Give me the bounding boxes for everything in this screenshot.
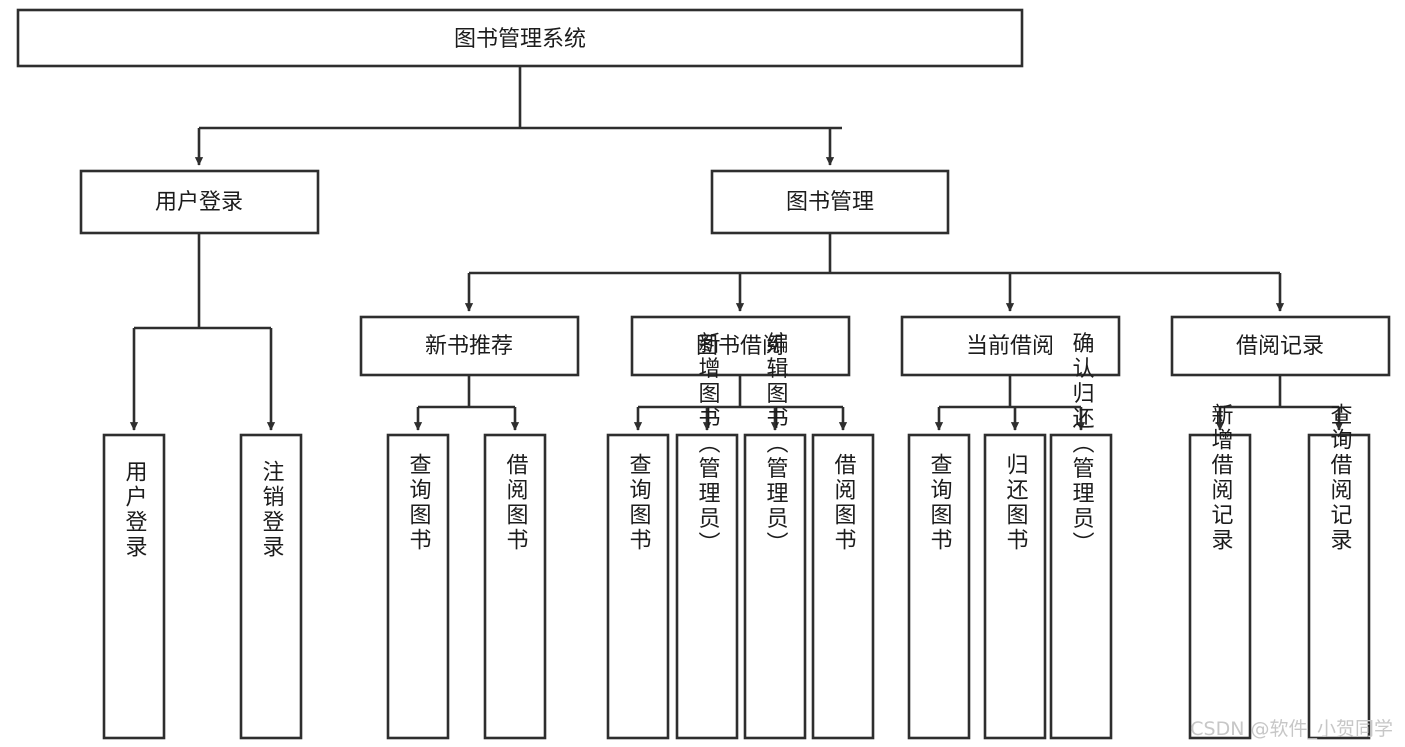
node-leaf-add-book-admin-box[interactable] [675, 433, 739, 740]
node-leaf-user-login[interactable]: 用户登录 [102, 433, 166, 740]
node-new-book-recommend[interactable]: 新书推荐 [359, 315, 580, 377]
edge-group-book-management [464, 233, 1285, 312]
edge-group-new-book-recommend [413, 375, 520, 431]
node-user-login-box[interactable] [79, 169, 320, 235]
node-leaf-query-borrow-record-label: 查询借阅记录 [1327, 403, 1353, 553]
node-leaf-edit-book-admin-box[interactable] [743, 433, 807, 740]
node-leaf-return-book-label: 归还图书 [1003, 453, 1029, 553]
edge-group-user-login [129, 233, 276, 431]
node-leaf-query-borrow-record-box[interactable] [1307, 433, 1371, 740]
node-leaf-query-book-current-box[interactable] [907, 433, 971, 740]
node-book-borrow-box[interactable] [630, 315, 851, 377]
node-book-borrow[interactable]: 图书借阅 [630, 315, 851, 377]
edge-group-borrow-record [1215, 375, 1344, 431]
node-current-borrow-label: 当前借阅 [966, 334, 1054, 359]
node-leaf-borrow-book-new-label: 借阅图书 [503, 453, 529, 553]
node-borrow-record[interactable]: 借阅记录 [1170, 315, 1391, 377]
node-leaf-user-login-box[interactable] [102, 433, 166, 740]
node-book-management-label: 图书管理 [786, 190, 874, 215]
node-leaf-query-book-new-box[interactable] [386, 433, 450, 740]
node-leaf-edit-book-admin[interactable]: 编辑图书（管理员） [743, 332, 807, 740]
node-leaf-user-login-label: 用户登录 [122, 460, 148, 560]
node-leaf-query-book-current[interactable]: 查询图书 [907, 433, 971, 740]
node-leaf-add-borrow-record-label: 新增借阅记录 [1208, 403, 1234, 553]
node-current-borrow[interactable]: 当前借阅 [900, 315, 1121, 377]
node-borrow-record-label: 借阅记录 [1236, 334, 1324, 359]
node-leaf-confirm-return-admin[interactable]: 确认归还（管理员） [1049, 332, 1113, 740]
node-leaf-borrow-book-label: 借阅图书 [831, 453, 857, 553]
node-leaf-query-book-borrow[interactable]: 查询图书 [606, 433, 670, 740]
node-root[interactable]: 图书管理系统 [16, 8, 1024, 68]
node-book-management[interactable]: 图书管理 [710, 169, 950, 235]
edge-group-current-borrow [934, 375, 1086, 431]
node-book-borrow-label: 图书借阅 [696, 334, 784, 359]
node-leaf-confirm-return-admin-label: 确认归还（管理员） [1069, 332, 1095, 557]
node-root-box[interactable] [16, 8, 1024, 68]
node-leaf-borrow-book-new[interactable]: 借阅图书 [483, 433, 547, 740]
node-new-book-recommend-box[interactable] [359, 315, 580, 377]
node-leaf-return-book-box[interactable] [983, 433, 1047, 740]
node-leaf-return-book[interactable]: 归还图书 [983, 433, 1047, 740]
node-leaf-query-book-borrow-label: 查询图书 [626, 453, 652, 553]
node-leaf-logout-label: 注销登录 [259, 460, 285, 560]
node-leaf-borrow-book-new-box[interactable] [483, 433, 547, 740]
node-borrow-record-box[interactable] [1170, 315, 1391, 377]
node-leaf-logout[interactable]: 注销登录 [239, 433, 303, 740]
node-leaf-add-borrow-record[interactable]: 新增借阅记录 [1188, 403, 1252, 740]
node-leaf-edit-book-admin-label: 编辑图书（管理员） [763, 332, 789, 557]
node-leaf-borrow-book[interactable]: 借阅图书 [811, 433, 875, 740]
node-leaf-logout-box[interactable] [239, 433, 303, 740]
node-user-login[interactable]: 用户登录 [79, 169, 320, 235]
node-leaf-borrow-book-box[interactable] [811, 433, 875, 740]
edge-group-root [194, 66, 842, 166]
node-leaf-query-book-current-label: 查询图书 [927, 453, 953, 553]
node-leaf-confirm-return-admin-box[interactable] [1049, 433, 1113, 740]
node-root-label: 图书管理系统 [454, 27, 586, 52]
node-leaf-add-book-admin-label: 新增图书（管理员） [695, 332, 721, 557]
node-current-borrow-box[interactable] [900, 315, 1121, 377]
edge-group-book-borrow [633, 375, 848, 431]
node-leaf-add-book-admin[interactable]: 新增图书（管理员） [675, 332, 739, 740]
node-new-book-recommend-label: 新书推荐 [425, 334, 513, 359]
node-leaf-add-borrow-record-box[interactable] [1188, 433, 1252, 740]
node-book-management-box[interactable] [710, 169, 950, 235]
node-leaf-query-book-new[interactable]: 查询图书 [386, 433, 450, 740]
node-leaf-query-book-borrow-box[interactable] [606, 433, 670, 740]
node-leaf-query-book-new-label: 查询图书 [406, 453, 432, 553]
node-leaf-query-borrow-record[interactable]: 查询借阅记录 [1307, 403, 1371, 740]
node-user-login-label: 用户登录 [155, 190, 243, 215]
